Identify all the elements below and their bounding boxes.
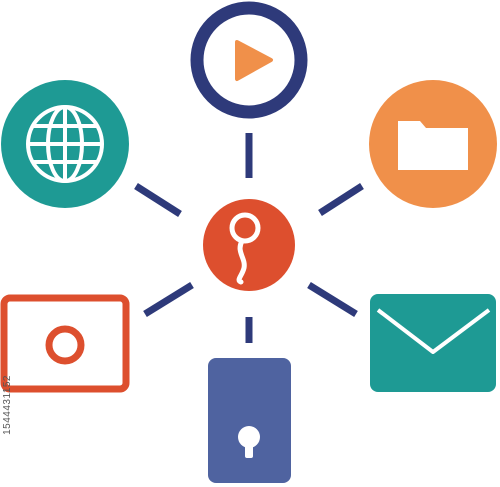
node-globe: [1, 80, 129, 208]
connector-top-left: [134, 183, 182, 217]
node-envelope: [370, 294, 496, 392]
node-folder: [369, 80, 497, 208]
node-play-video: [190, 1, 308, 119]
globe-icon: [26, 105, 104, 183]
hub-node: [203, 199, 295, 291]
connector-bottom-left: [143, 282, 194, 317]
connector-lines: [134, 133, 364, 343]
connector-bottom-right: [307, 282, 358, 317]
node-camera-record: [0, 294, 130, 393]
camera-record-icon: [45, 325, 85, 365]
node-lock-phone: [208, 358, 291, 483]
folder-icon: [398, 121, 468, 170]
lock-phone-icon: [238, 426, 260, 458]
envelope-icon: [376, 308, 491, 354]
connector-top-right: [318, 183, 364, 216]
play-video-icon: [235, 40, 273, 81]
stock-id-watermark: 1544431152: [2, 375, 13, 435]
user-node-icon: [229, 212, 261, 285]
